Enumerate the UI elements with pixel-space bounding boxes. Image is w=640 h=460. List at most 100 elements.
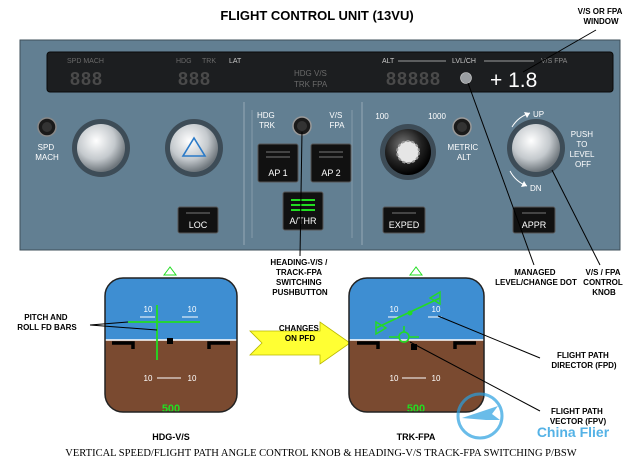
callout-fpd-line2: DIRECTOR (FPD) [551, 361, 617, 370]
hdg-trk-line1: HDG [257, 111, 275, 120]
pfd-right-label: TRK-FPA [397, 432, 436, 442]
pfd-right-pitch-top-right: 10 [432, 305, 441, 314]
push-line3: LEVEL [570, 150, 595, 159]
pfd-right-frame [348, 277, 485, 413]
callout-switch-line4: PUSHBUTTON [272, 288, 328, 297]
callout-pitch-roll-line1: PITCH AND [24, 313, 67, 322]
page-title: FLIGHT CONTROL UNIT (13VU) [220, 8, 413, 23]
leader-fpd [437, 315, 541, 359]
metric-alt-pushbutton-face [457, 122, 467, 132]
hdg-label: HDG [176, 58, 192, 65]
pfd-left-heading-pointer-icon [163, 266, 177, 276]
lat-label: LAT [229, 58, 242, 65]
push-line1: PUSH [571, 130, 593, 139]
ap1-button[interactable] [257, 143, 299, 183]
up-arrow-icon [524, 112, 530, 118]
trk-label: TRK [202, 58, 216, 65]
hdg-trk-label: HDG TRK [257, 111, 277, 130]
pfd-right-aircraft-center [411, 344, 417, 350]
trk-fpa-label: TRK FPA [294, 80, 328, 89]
pfd-right-fpd-right-chevron-icon [428, 290, 441, 306]
hdg-vs-label: HDG V/S [294, 69, 327, 78]
vs-value: + 1.8 [490, 69, 537, 92]
callout-pitch-roll: PITCH AND ROLL FD BARS [17, 313, 77, 332]
hdg-digits: 888 [178, 69, 211, 89]
callout-switch-line1: HEADING-V/S / [270, 258, 328, 267]
spd-digits: 888 [70, 69, 103, 89]
callout-managed-dot-line2: LEVEL/CHANGE DOT [495, 278, 577, 287]
pfd-left-label: HDG-V/S [152, 432, 190, 442]
callout-vs-window-line2: WINDOW [583, 17, 619, 26]
pfd-left-pitch-bottom: 10 [144, 374, 153, 383]
pfd-left-alt-readout: 500 [162, 403, 180, 415]
callout-fpv-line2: VECTOR (FPV) [550, 417, 607, 426]
callout-vs-window-line1: V/S OR FPA [578, 7, 623, 16]
ap1-label: AP 1 [268, 168, 287, 178]
pfd-left-aircraft-center [167, 338, 173, 344]
appr-label: APPR [522, 220, 547, 230]
figure-caption: VERTICAL SPEED/FLIGHT PATH ANGLE CONTROL… [65, 448, 576, 459]
callout-vs-knob-line1: V/S / FPA [586, 268, 621, 277]
callout-fpv-line1: FLIGHT PATH [551, 407, 603, 416]
leader-vs-knob [551, 169, 601, 266]
spd-mach-pushbutton-face [42, 122, 52, 132]
alt-100-label: 100 [375, 112, 389, 121]
vs-fpa-knob[interactable] [512, 124, 560, 172]
callout-switch-line3: SWITCHING [276, 278, 322, 287]
dn-label: DN [530, 184, 542, 193]
spd-mach-knob-label: SPD MACH [35, 143, 59, 162]
pfd-left-pitch-top-right: 10 [188, 305, 197, 314]
pfd-left-aircraft-wing [112, 341, 135, 349]
callout-vs-knob-line3: KNOB [592, 288, 616, 297]
lvlch-label: LVL/CH [452, 58, 476, 65]
callout-vs-window: V/S OR FPA WINDOW [578, 7, 625, 26]
pfd-left-pitch-bottom-right: 10 [188, 374, 197, 383]
fcu-display-strip [46, 51, 614, 93]
pfd-right-ground [349, 340, 484, 412]
athr-label: A/THR [290, 216, 318, 226]
callout-fpv: FLIGHT PATH VECTOR (FPV) [550, 407, 607, 426]
leader-switch [299, 131, 303, 257]
callout-vs-knob: V/S / FPA CONTROL KNOB [583, 268, 625, 297]
leader-fpv [409, 341, 541, 412]
spd-mach-line1: SPD [38, 143, 55, 152]
metric-alt-line1: METRIC [448, 143, 479, 152]
leader-pitch-roll [89, 324, 158, 331]
vs-fpa-label: V/S FPA [329, 111, 345, 130]
managed-level-change-dot [460, 72, 472, 84]
callout-changes-line3: ON PFD [285, 334, 315, 343]
vs-fpa-line2: FPA [330, 121, 346, 130]
push-to-level-off-label: PUSH TO LEVEL OFF [570, 130, 597, 169]
hdg-knob[interactable] [170, 124, 218, 172]
alt-1000-label: 1000 [428, 112, 446, 121]
leader-vs-window [522, 29, 597, 73]
changes-arrow-icon [249, 321, 351, 365]
pfd-right-fpd-center [407, 310, 413, 316]
watermark-logo-icon [456, 392, 504, 440]
pfd-right-aircraft-wing [453, 341, 476, 349]
callout-managed-dot: MANAGED LEVEL/CHANGE DOT [495, 268, 577, 287]
leader-managed-dot [467, 82, 535, 266]
up-label: UP [533, 110, 544, 119]
watermark-text: China Flier [537, 424, 610, 440]
spd-mach-line2: MACH [35, 153, 59, 162]
pfd-right-heading-pointer-icon [409, 266, 423, 276]
hdg-knob-triangle-icon [181, 136, 207, 157]
spd-knob[interactable] [77, 124, 125, 172]
metric-alt-line2: ALT [457, 153, 471, 162]
alt-digits: 88888 [386, 69, 441, 89]
hdg-vs-trk-fpa-switch-face [297, 121, 307, 131]
watermark-plane-icon [462, 406, 500, 420]
ap2-label: AP 2 [321, 168, 340, 178]
pfd-right-pitch-bottom-right: 10 [432, 374, 441, 383]
alt-knob-cap [396, 140, 420, 164]
ap2-button[interactable] [310, 143, 352, 183]
metric-alt-label: METRIC ALT [448, 143, 481, 162]
callout-switch: HEADING-V/S / TRACK-FPA SWITCHING PUSHBU… [270, 258, 329, 297]
exped-label: EXPED [389, 220, 420, 230]
pfd-left-ground [105, 340, 237, 412]
callout-fpd: FLIGHT PATH DIRECTOR (FPD) [551, 351, 617, 370]
leader-pitch-roll [89, 321, 129, 326]
